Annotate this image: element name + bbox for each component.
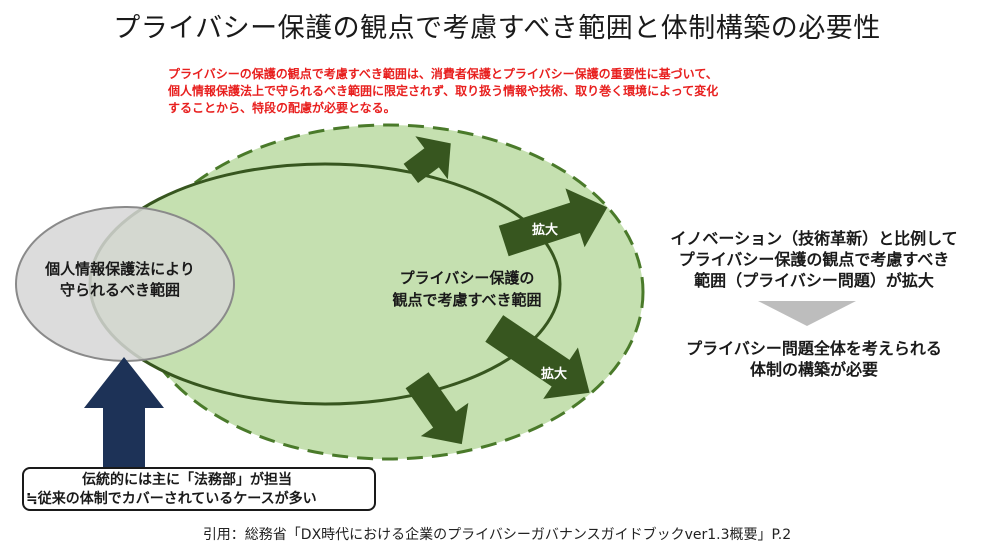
legal-dept-up-arrow — [84, 357, 164, 472]
expand-label-lower: 拡大 — [541, 367, 568, 382]
expand-arrow-bottom — [405, 372, 469, 445]
note-line: イノベーション（技術革新）と比例して — [670, 229, 958, 248]
legacy-structure-box: 伝統的には主に「法務部」が担当 ≒従来の体制でカバーされているケースが多い — [22, 467, 376, 511]
expand-arrow-top — [403, 136, 451, 184]
innovation-note: イノベーション（技術革新）と比例して プライバシー保護の観点で考慮すべき 範囲（… — [638, 228, 990, 291]
legacy-line: ≒従来の体制でカバーされているケースが多い — [26, 491, 317, 507]
label-line: 守られるべき範囲 — [59, 281, 180, 299]
subtitle-line: することから、特段の配慮が必要となる。 — [168, 101, 396, 115]
page-title: プライバシー保護の観点で考慮すべき範囲と体制構築の必要性 — [113, 13, 881, 44]
label-line: 観点で考慮すべき範囲 — [392, 291, 542, 309]
personal-info-scope-label: 個人情報保護法により 守られるべき範囲 — [20, 259, 220, 301]
note-line: 範囲（プライバシー問題）が拡大 — [694, 271, 934, 290]
note-line: 体制の構築が必要 — [749, 360, 878, 379]
privacy-scope-label: プライバシー保護の 観点で考慮すべき範囲 — [352, 267, 582, 311]
expand-arrow-lower-right — [485, 315, 590, 399]
expand-label-upper: 拡大 — [532, 223, 559, 238]
legacy-line: 伝統的には主に「法務部」が担当 — [82, 472, 292, 488]
governance-need-note: プライバシー問題全体を考えられる 体制の構築が必要 — [655, 338, 973, 380]
subtitle-note: プライバシーの保護の観点で考慮すべき範囲は、消費者保護とプライバシー保護の重要性… — [168, 66, 848, 117]
label-line: 個人情報保護法により — [45, 260, 195, 278]
note-line: プライバシー保護の観点で考慮すべき — [678, 250, 950, 269]
label-line: プライバシー保護の — [399, 269, 535, 287]
down-pointer-triangle — [758, 301, 856, 326]
subtitle-line: プライバシーの保護の観点で考慮すべき範囲は、消費者保護とプライバシー保護の重要性… — [168, 67, 718, 81]
note-line: プライバシー問題全体を考えられる — [686, 339, 942, 358]
subtitle-line: 個人情報保護法上で守られるべき範囲に限定されず、取り扱う情報や技術、取り巻く環境… — [168, 84, 719, 98]
source-citation: 引用：総務省「DX時代における企業のプライバシーガバナンスガイドブックver1.… — [202, 527, 792, 543]
expand-arrow-upper-right — [498, 188, 608, 257]
